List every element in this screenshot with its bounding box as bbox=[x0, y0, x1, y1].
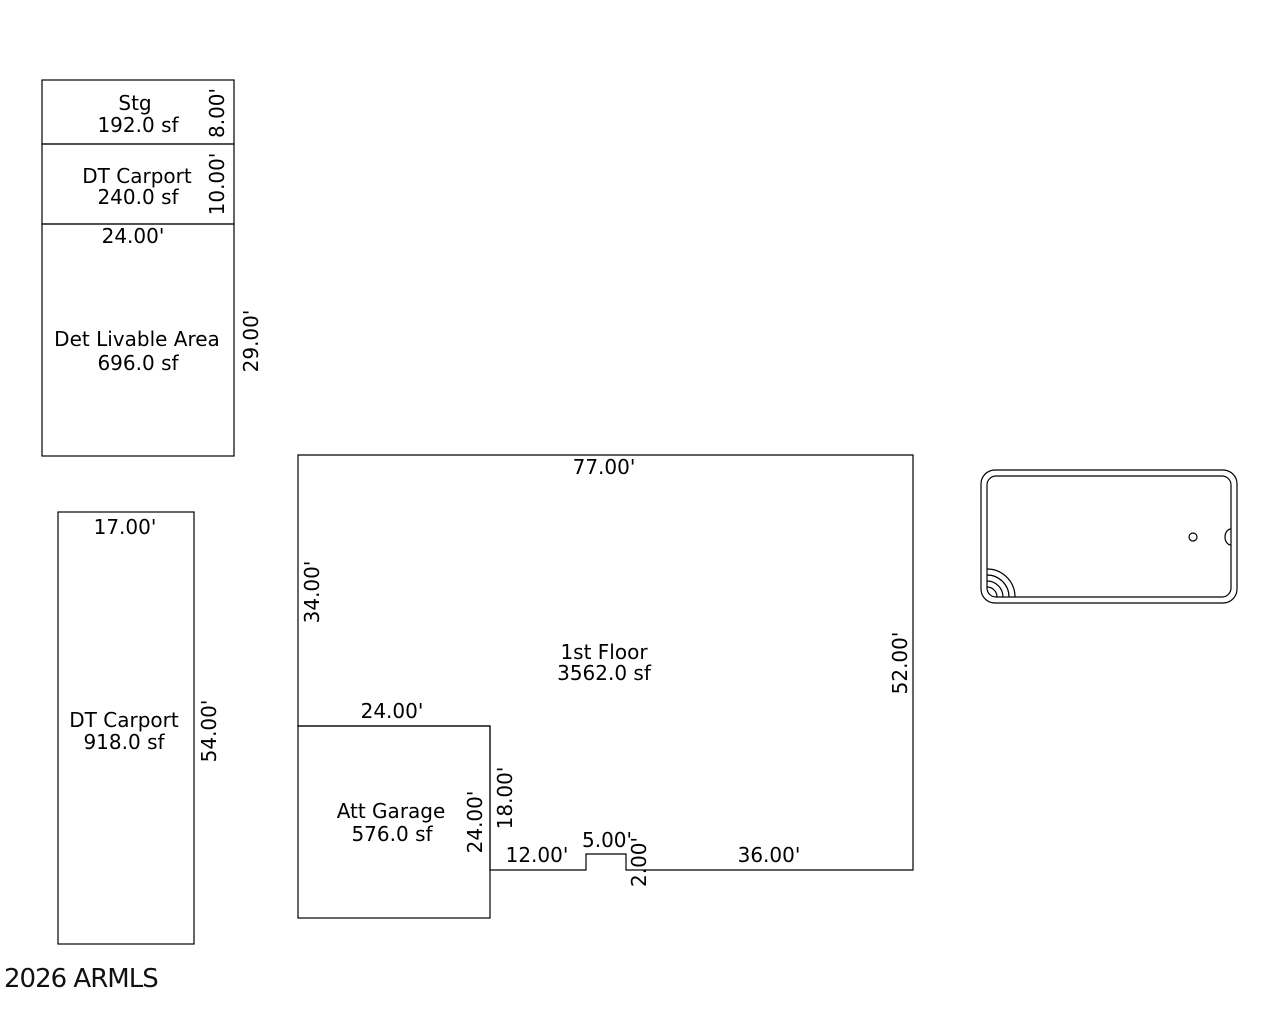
storage-area: 192.0 sf bbox=[97, 113, 179, 137]
storage-side-dimension: 8.00' bbox=[205, 88, 229, 138]
dt-carport-large bbox=[57, 511, 195, 945]
first-floor-notch-width-dimension: 5.00' bbox=[582, 828, 632, 852]
watermark: 2026 ARMLS bbox=[4, 964, 158, 994]
det-livable-area-value: 696.0 sf bbox=[97, 351, 179, 375]
first-floor-name: 1st Floor bbox=[560, 640, 648, 664]
first-floor-bottom-left-dimension: 12.00' bbox=[506, 843, 569, 867]
first-floor-left-dimension: 34.00' bbox=[300, 561, 324, 624]
first-floor-top-dimension: 77.00' bbox=[573, 455, 636, 479]
dt-carport-large-side-dimension: 54.00' bbox=[197, 700, 221, 763]
dt-carport-large-name: DT Carport bbox=[69, 708, 179, 732]
det-livable-top-dimension: 24.00' bbox=[102, 224, 165, 248]
first-floor-step-dimension: 18.00' bbox=[493, 767, 517, 830]
pool-icon bbox=[980, 469, 1238, 604]
first-floor-notch-depth-dimension: 2.00' bbox=[627, 837, 651, 887]
att-garage-area: 576.0 sf bbox=[351, 822, 433, 846]
att-garage bbox=[297, 725, 491, 919]
att-garage-side-dimension: 24.00' bbox=[463, 791, 487, 854]
dt-carport-large-area: 918.0 sf bbox=[83, 730, 165, 754]
dt-carport-large-top-dimension: 17.00' bbox=[94, 515, 157, 539]
det-livable-area bbox=[41, 223, 235, 457]
dt-carport-small-area: 240.0 sf bbox=[97, 185, 179, 209]
att-garage-name: Att Garage bbox=[337, 799, 446, 823]
storage-name: Stg bbox=[118, 91, 151, 115]
dt-carport-small-name: DT Carport bbox=[82, 164, 192, 188]
first-floor-right-dimension: 52.00' bbox=[888, 632, 912, 695]
first-floor-bottom-right-dimension: 36.00' bbox=[738, 843, 801, 867]
dt-carport-small-side-dimension: 10.00' bbox=[205, 153, 229, 216]
first-floor-area: 3562.0 sf bbox=[557, 661, 652, 685]
det-livable-side-dimension: 29.00' bbox=[239, 310, 263, 373]
att-garage-top-dimension: 24.00' bbox=[361, 699, 424, 723]
det-livable-name: Det Livable Area bbox=[54, 327, 220, 351]
